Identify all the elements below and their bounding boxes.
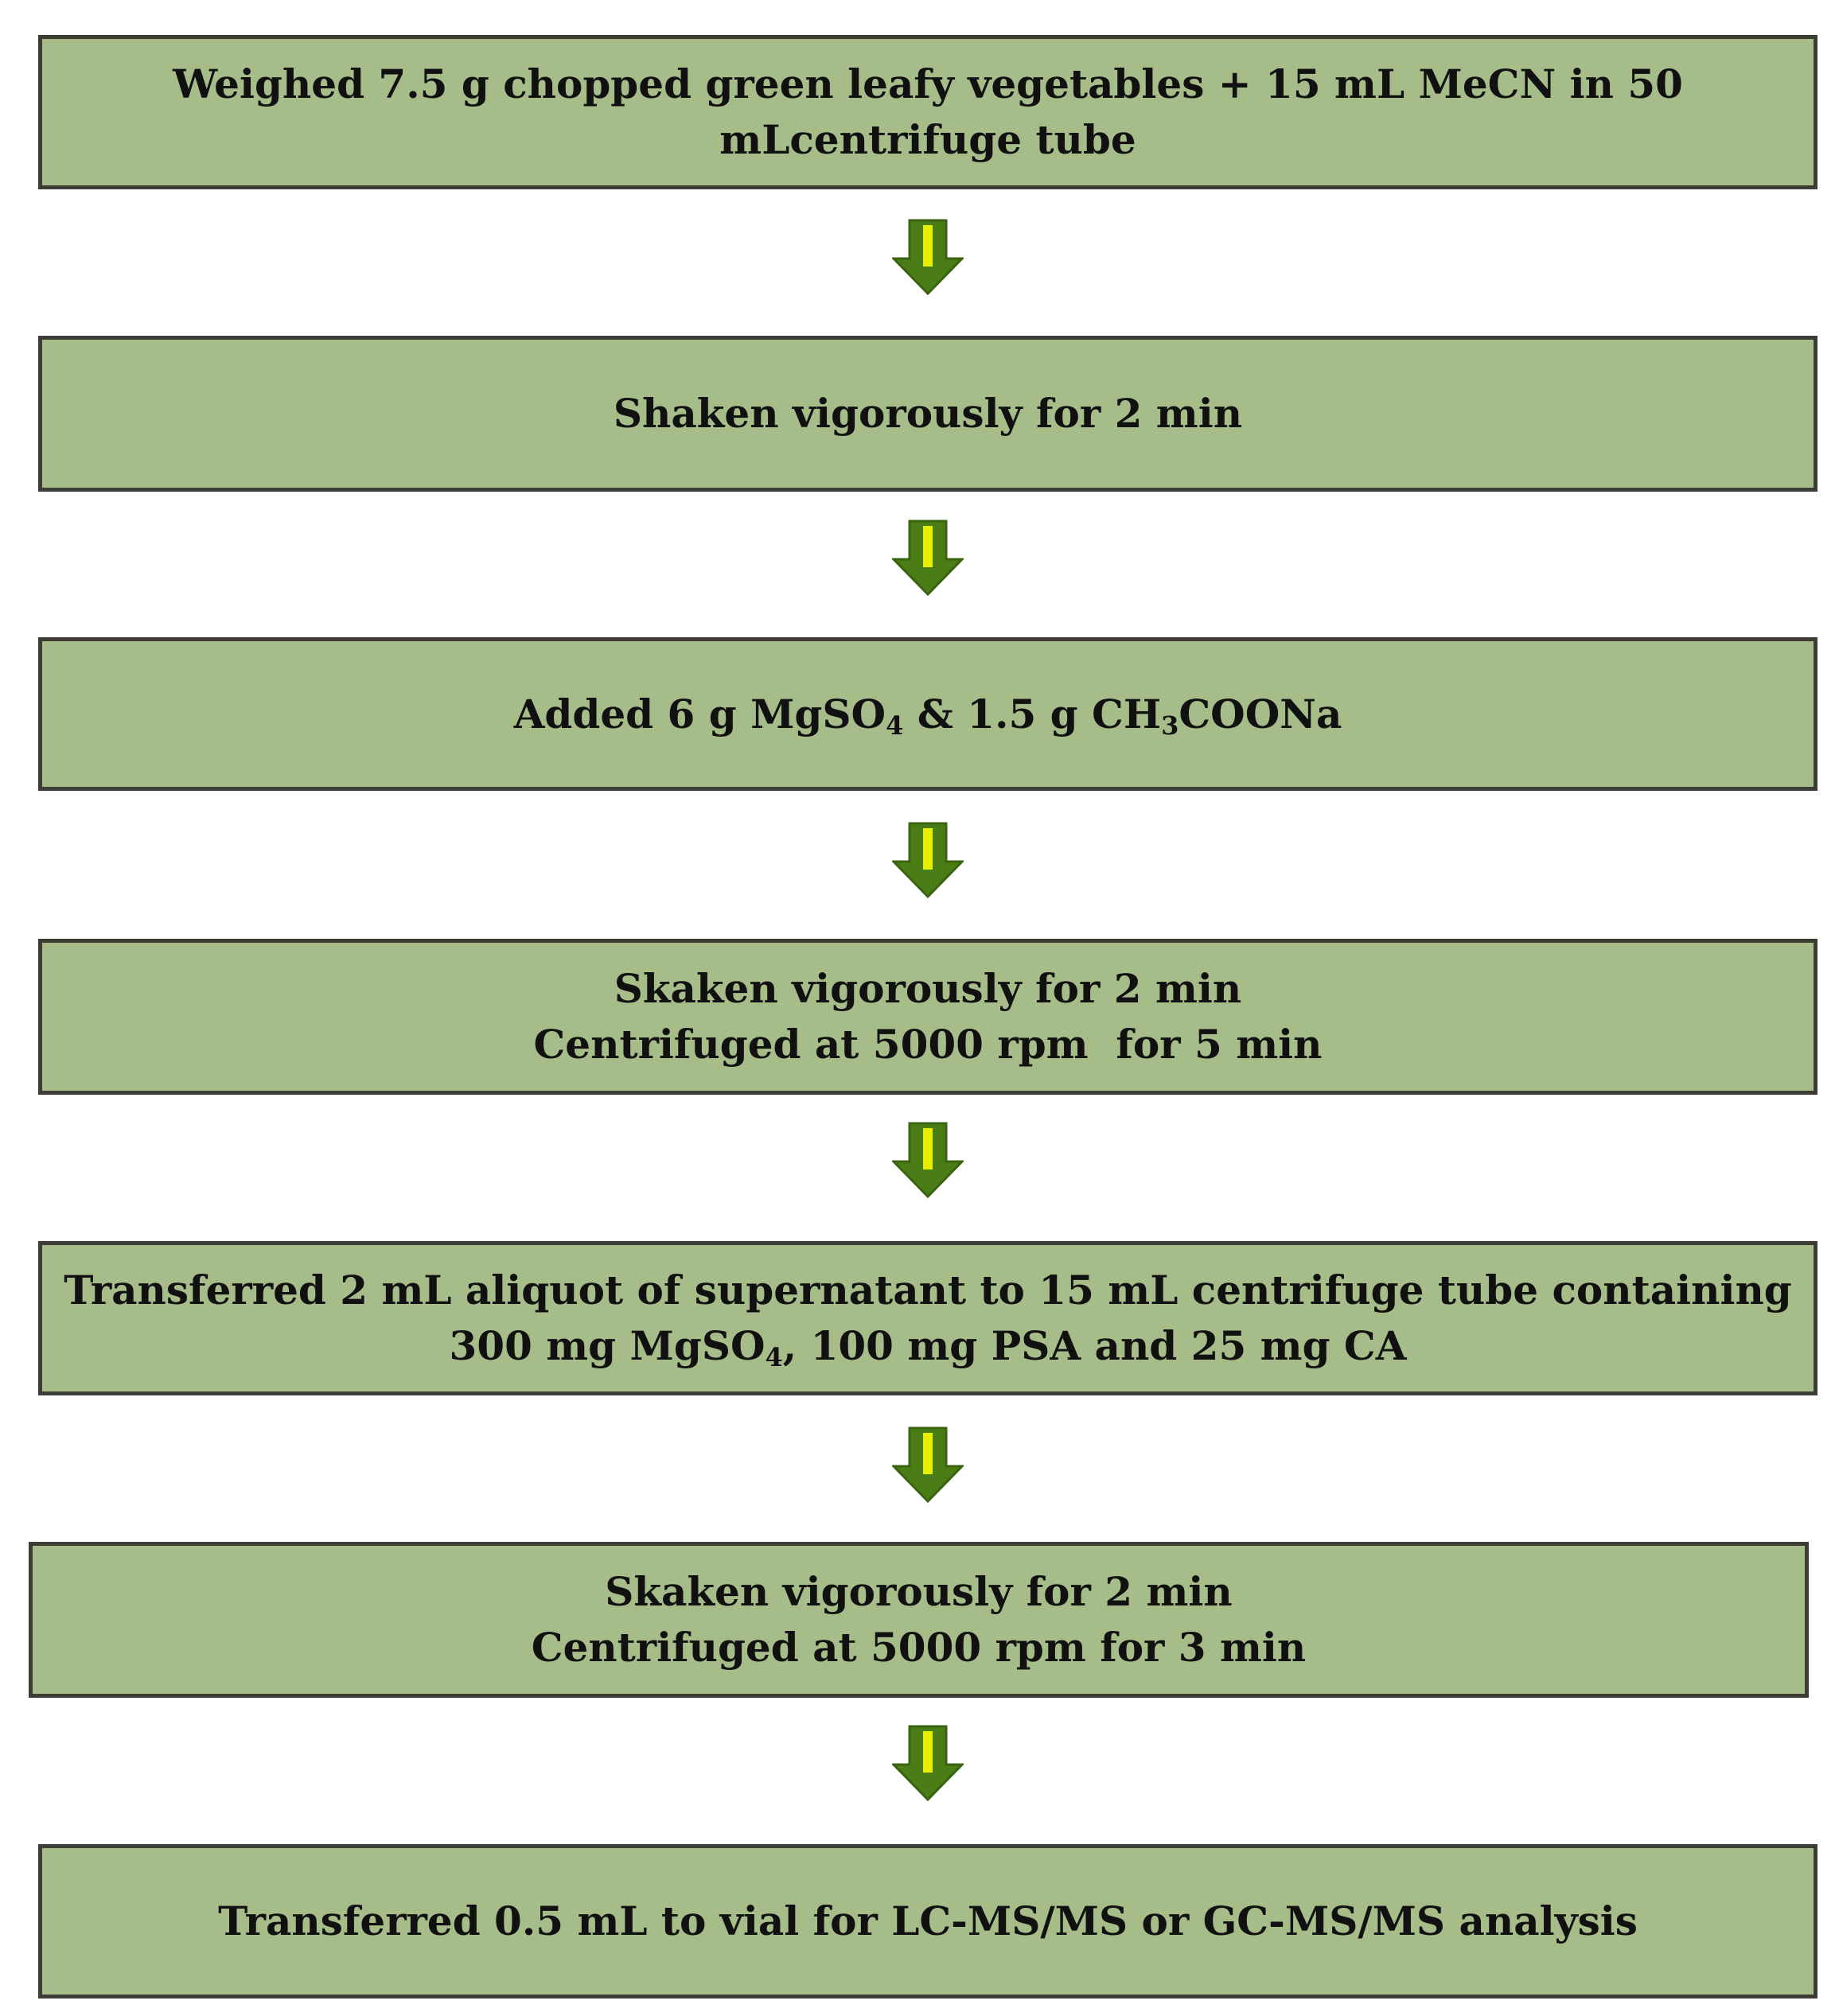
step-7-box: Transferred 0.5 mL to vial for LC-MS/MS … <box>38 1844 1817 1998</box>
step-6-line-1: Skaken vigorously for 2 min <box>605 1568 1233 1615</box>
step-5-text-b: , 100 mg PSA and 25 mg CA <box>782 1322 1407 1369</box>
step-1-box: Weighed 7.5 g chopped green leafy vegeta… <box>38 35 1817 189</box>
step-1-line-2: mLcentrifuge tube <box>719 116 1136 163</box>
step-6-box: Skaken vigorously for 2 min Centrifuged … <box>29 1542 1809 1698</box>
step-4-line-2: Centrifuged at 5000 rpm for 5 min <box>533 1021 1323 1068</box>
step-3-sub-b: 3 <box>1161 710 1179 741</box>
down-arrow-icon <box>892 219 964 295</box>
step-3-text-a: Added 6 g MgSO <box>513 690 886 738</box>
down-arrow-icon <box>892 1725 964 1801</box>
step-3-text-b: & 1.5 g CH <box>903 690 1162 738</box>
step-5-line-1: Transferred 2 mL aliquot of supernatant … <box>64 1267 1792 1314</box>
down-arrow-icon <box>892 1426 964 1503</box>
step-3-box: Added 6 g MgSO4 & 1.5 g CH3COONa <box>38 637 1817 791</box>
step-5-box: Transferred 2 mL aliquot of supernatant … <box>38 1241 1817 1395</box>
step-1-line-1: Weighed 7.5 g chopped green leafy vegeta… <box>173 60 1683 107</box>
down-arrow-icon <box>892 520 964 596</box>
step-5-line-2: 300 mg MgSO4, 100 mg PSA and 25 mg CA <box>64 1318 1792 1374</box>
step-2-box: Shaken vigorously for 2 min <box>38 336 1817 492</box>
step-4-box: Skaken vigorously for 2 min Centrifuged … <box>38 939 1817 1095</box>
step-6-line-2: Centrifuged at 5000 rpm for 3 min <box>531 1624 1307 1671</box>
step-2-line-1: Shaken vigorously for 2 min <box>613 390 1243 437</box>
down-arrow-icon <box>892 822 964 898</box>
step-3-line-1: Added 6 g MgSO4 & 1.5 g CH3COONa <box>514 687 1342 742</box>
step-5-sub-a: 4 <box>765 1342 783 1372</box>
step-7-line-1: Transferred 0.5 mL to vial for LC-MS/MS … <box>218 1897 1638 1944</box>
step-5-text-a: 300 mg MgSO <box>449 1322 766 1369</box>
step-4-line-1: Skaken vigorously for 2 min <box>614 965 1242 1012</box>
step-3-text-c: COONa <box>1179 690 1342 738</box>
down-arrow-icon <box>892 1122 964 1198</box>
step-3-sub-a: 4 <box>886 710 904 741</box>
